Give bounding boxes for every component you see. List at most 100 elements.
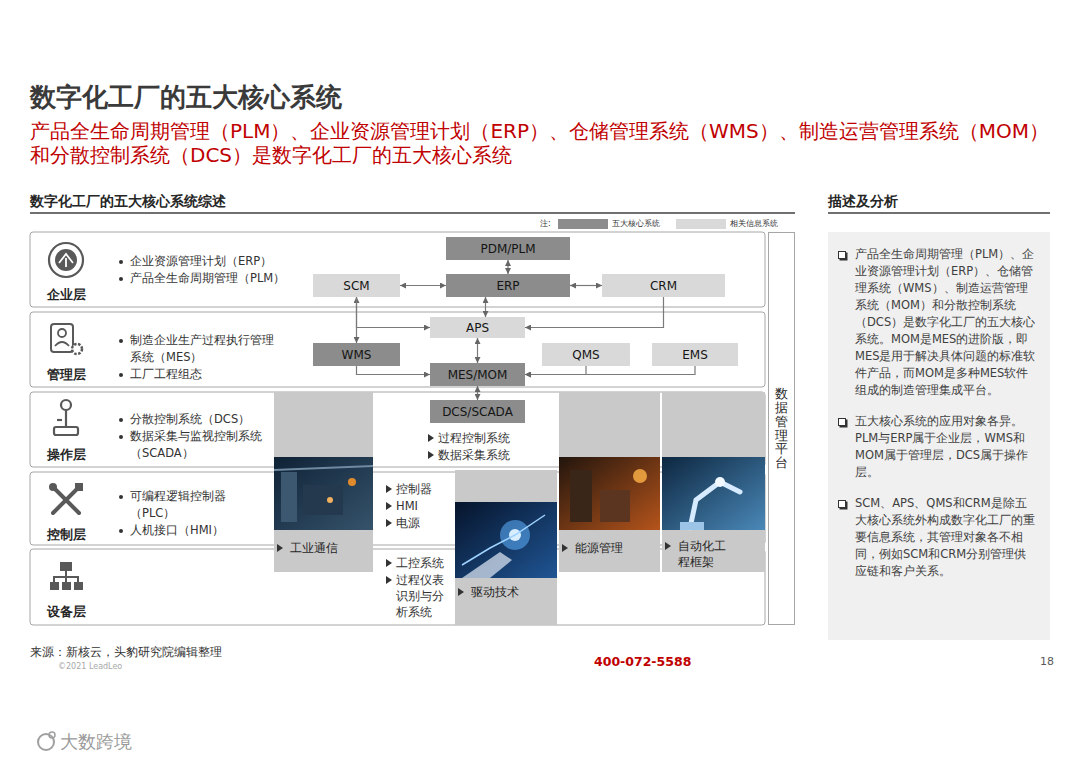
icon-mark (59, 254, 73, 267)
analysis-item: SCM、APS、QMS和CRM是除五大核心系统外构成数字化工厂的重要信息系统，其… (838, 495, 1038, 580)
analysis-text: 产品全生命周期管理（PLM）、企业资源管理计划（ERP）、仓储管理系统（WMS）… (855, 247, 1036, 397)
photo-machine (600, 490, 630, 522)
bullet-text: 电源 (396, 516, 420, 530)
robot-joint (715, 477, 725, 487)
icon-tool (75, 483, 83, 491)
square-bullet (838, 500, 846, 508)
connector (400, 285, 446, 286)
tech-panel: 驱动技术 (455, 584, 557, 608)
bullet-text: 控制器 (396, 482, 432, 496)
bullet-list: 可编程逻辑控制器（PLC）人机接口（HMI） (118, 488, 270, 539)
bullet-text: 过程仪表识别与分析系统 (396, 572, 446, 620)
robot-base (680, 522, 704, 530)
square-bullet (838, 418, 846, 426)
enterprise-icon (49, 243, 83, 277)
bullet-text: 工控系统 (396, 556, 444, 570)
icon-knob (61, 400, 71, 410)
core-system-box: MES/MOM (430, 363, 525, 386)
grey-column (274, 392, 373, 572)
layer-name: 管理层 (44, 367, 88, 382)
icon-block (60, 562, 72, 571)
connector (570, 285, 602, 286)
core-system-box: ERP (446, 274, 570, 297)
bullet-arrow (386, 559, 392, 567)
bullet-arrow (386, 502, 392, 510)
management-icon (51, 324, 82, 354)
bullet-row: 分散控制系统（DCS） (118, 411, 270, 428)
square-bullet (838, 251, 846, 259)
icon-block (50, 582, 59, 590)
photo-light (348, 478, 356, 486)
source-note: 来源：新核云，头豹研究院编辑整理 (30, 645, 222, 659)
logo-ring (38, 734, 54, 750)
system-name: PDM/PLM (480, 242, 535, 256)
bullet-text: 企业资源管理计划（ERP） (130, 253, 305, 270)
analysis-panel: 产品全生命周期管理（PLM）、企业资源管理计划（ERP）、仓储管理系统（WMS）… (828, 232, 1050, 640)
system-name: DCS/SCADA (442, 405, 513, 419)
photo-ground (662, 457, 765, 530)
system-name: CRM (650, 279, 677, 293)
analysis-item: 五大核心系统的应用对象各异。PLM与ERP属于企业层，WMS和MOM属于管理层，… (838, 413, 1038, 481)
bullet-text: 制造企业生产过程执行管理系统（MES） (130, 332, 274, 366)
watermark-box: 大数跨境 (60, 731, 132, 753)
system-name: EMS (682, 348, 708, 362)
photo-pipe (274, 466, 373, 470)
bullet-arrow (665, 542, 671, 550)
icon-frame (51, 324, 73, 352)
icon-block (62, 582, 71, 590)
legend-note: 注: (540, 219, 551, 228)
info-system-box: EMS (652, 343, 738, 366)
panel-text: 工业通信 (290, 540, 360, 556)
legend-item: 相关信息系统 (676, 219, 778, 229)
bullet-list: 分散控制系统（DCS）数据采集与监视控制系统（SCADA） (118, 411, 270, 462)
layer-name: 企业层 (44, 287, 88, 302)
bullet-row: 制造企业生产过程执行管理系统（MES） (118, 332, 274, 366)
analysis-item: 产品全生命周期管理（PLM）、企业资源管理计划（ERP）、仓储管理系统（WMS）… (838, 246, 1038, 399)
tech-panel: 工业通信 (274, 540, 373, 564)
legend-text: 相关信息系统 (730, 219, 778, 229)
connector (485, 297, 486, 317)
layer-band: DCS/SCADA操作层分散控制系统（DCS）数据采集与监视控制系统（SCADA… (30, 392, 765, 467)
robot-arm (690, 482, 740, 528)
grey-column (455, 470, 557, 625)
bullet-text: 工厂工程组态 (130, 366, 274, 383)
connector (525, 366, 695, 375)
tech-panel: 能源管理 (559, 540, 660, 564)
connector (357, 366, 431, 375)
copyright-box: ©2021 LeadLeo (58, 662, 122, 672)
watermark-logo (38, 732, 55, 750)
analysis-text: 五大核心系统的应用对象各异。PLM与ERP属于企业层，WMS和MOM属于管理层，… (855, 414, 1028, 479)
info-system-box: APS (430, 317, 525, 338)
bullet-text: 人机接口（HMI） (130, 522, 270, 539)
section-heading: 数字化工厂的五大核心系统综述 (30, 193, 226, 209)
connector (525, 297, 664, 328)
bullet-dot (119, 435, 123, 439)
info-system-box: CRM (602, 274, 725, 297)
robot-photo (662, 457, 765, 530)
legend-swatch (676, 219, 726, 229)
bullet-text: 过程控制系统 (438, 431, 510, 445)
bullet-row: 可编程逻辑控制器（PLC） (118, 488, 270, 522)
factory-photo (274, 457, 373, 530)
layer-band: 控制层可编程逻辑控制器（PLC）人机接口（HMI） (30, 472, 765, 545)
bullet-text: 数据采集与监视控制系统（SCADA） (130, 428, 270, 462)
bullet-dot (119, 495, 123, 499)
bullet-item: 过程控制系统 (425, 430, 510, 446)
vertical-text: 数据管理平台 (775, 387, 788, 470)
bullet-row: 产品全生命周期管理（PLM） (118, 270, 305, 287)
system-name: SCM (343, 279, 369, 293)
icon-base (54, 427, 78, 435)
subtitle: 产品全生命周期管理（PLM）、企业资源管理计划（ERP）、仓储管理系统（WMS）… (30, 119, 1060, 167)
core-system-box: PDM/PLM (446, 237, 570, 260)
system-name: ERP (496, 279, 519, 293)
bullet-dot (119, 260, 123, 264)
tech-panel: 自动化工程框架 (662, 538, 765, 572)
photo-ground (559, 457, 660, 530)
photo-machine (570, 470, 592, 522)
bullet-row: 数据采集与监视控制系统（SCADA） (118, 428, 270, 462)
photo-machine (303, 485, 343, 515)
source-note-box: 来源：新核云，头豹研究院编辑整理 (30, 645, 222, 660)
photo-light (327, 497, 333, 503)
layer-band: PDM/PLM SCM ERP CRM 企业层 企业资源管理计划（ERP）产品全生命周期管… (30, 232, 765, 307)
